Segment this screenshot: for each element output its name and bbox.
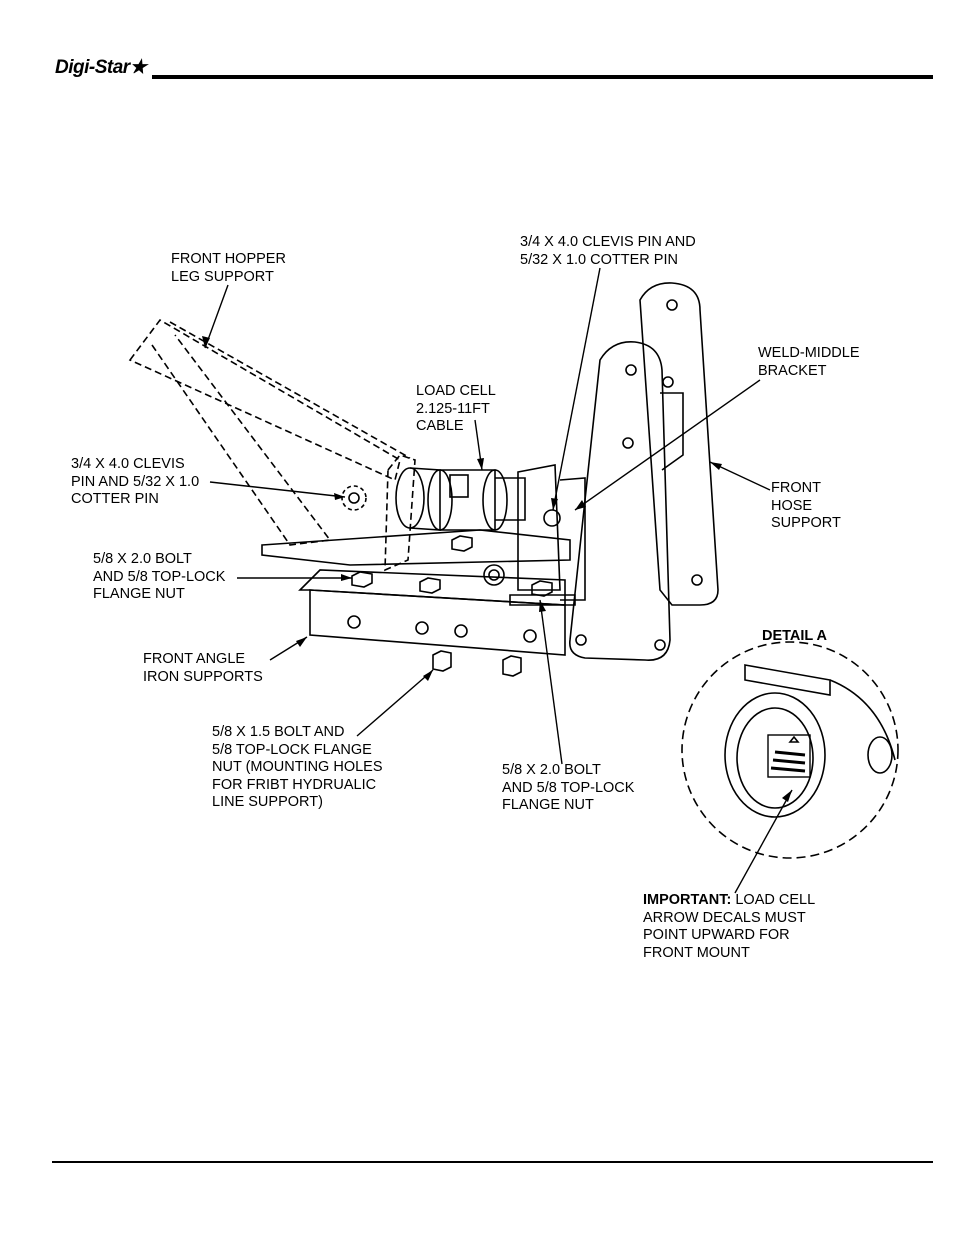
- label-bolt-left: 5/8 X 2.0 BOLT AND 5/8 TOP-LOCK FLANGE N…: [93, 551, 226, 602]
- arrowheads: [202, 336, 792, 802]
- label-detail-a: DETAIL A: [762, 628, 827, 644]
- front-hose-support: [568, 282, 719, 661]
- label-load-cell: LOAD CELL 2.125-11FT CABLE: [416, 383, 496, 434]
- label-bolt-right: 5/8 X 2.0 BOLT AND 5/8 TOP-LOCK FLANGE N…: [502, 762, 635, 813]
- digi-star-logo: Digi-Star★: [55, 56, 147, 79]
- label-front-hopper: FRONT HOPPER LEG SUPPORT: [171, 251, 286, 285]
- important-bold: IMPORTANT:: [643, 892, 732, 908]
- label-front-hose: FRONT HOSE SUPPORT: [771, 480, 841, 531]
- hopper-leg-support: [128, 318, 416, 572]
- label-weld-middle: WELD-MIDDLE BRACKET: [758, 345, 860, 379]
- load-cell: [395, 467, 526, 531]
- star-icon: ★: [129, 57, 147, 78]
- base-plate: [261, 529, 571, 566]
- footer-rule: [52, 1161, 933, 1163]
- middle-bracket: [509, 464, 586, 606]
- flange-nuts: [351, 535, 553, 677]
- logo-text: Digi-Star: [55, 57, 130, 78]
- important-text: LOAD CELL ARROW DECALS MUST POINT UPWARD…: [643, 892, 816, 961]
- angle-iron-supports: [298, 569, 566, 656]
- clevis-pin-left: [341, 485, 367, 511]
- label-front-angle: FRONT ANGLE IRON SUPPORTS: [143, 651, 263, 685]
- label-clevis-left: 3/4 X 4.0 CLEVIS PIN AND 5/32 X 1.0 COTT…: [71, 456, 200, 507]
- leader-lines: [204, 267, 793, 894]
- label-bolt-15: 5/8 X 1.5 BOLT AND 5/8 TOP-LOCK FLANGE N…: [212, 724, 383, 810]
- label-clevis-top: 3/4 X 4.0 CLEVIS PIN AND 5/32 X 1.0 COTT…: [520, 234, 696, 268]
- label-important: IMPORTANT: LOAD CELL ARROW DECALS MUST P…: [643, 892, 815, 962]
- detail-a-circle: [681, 641, 899, 859]
- header-rule: [152, 75, 933, 79]
